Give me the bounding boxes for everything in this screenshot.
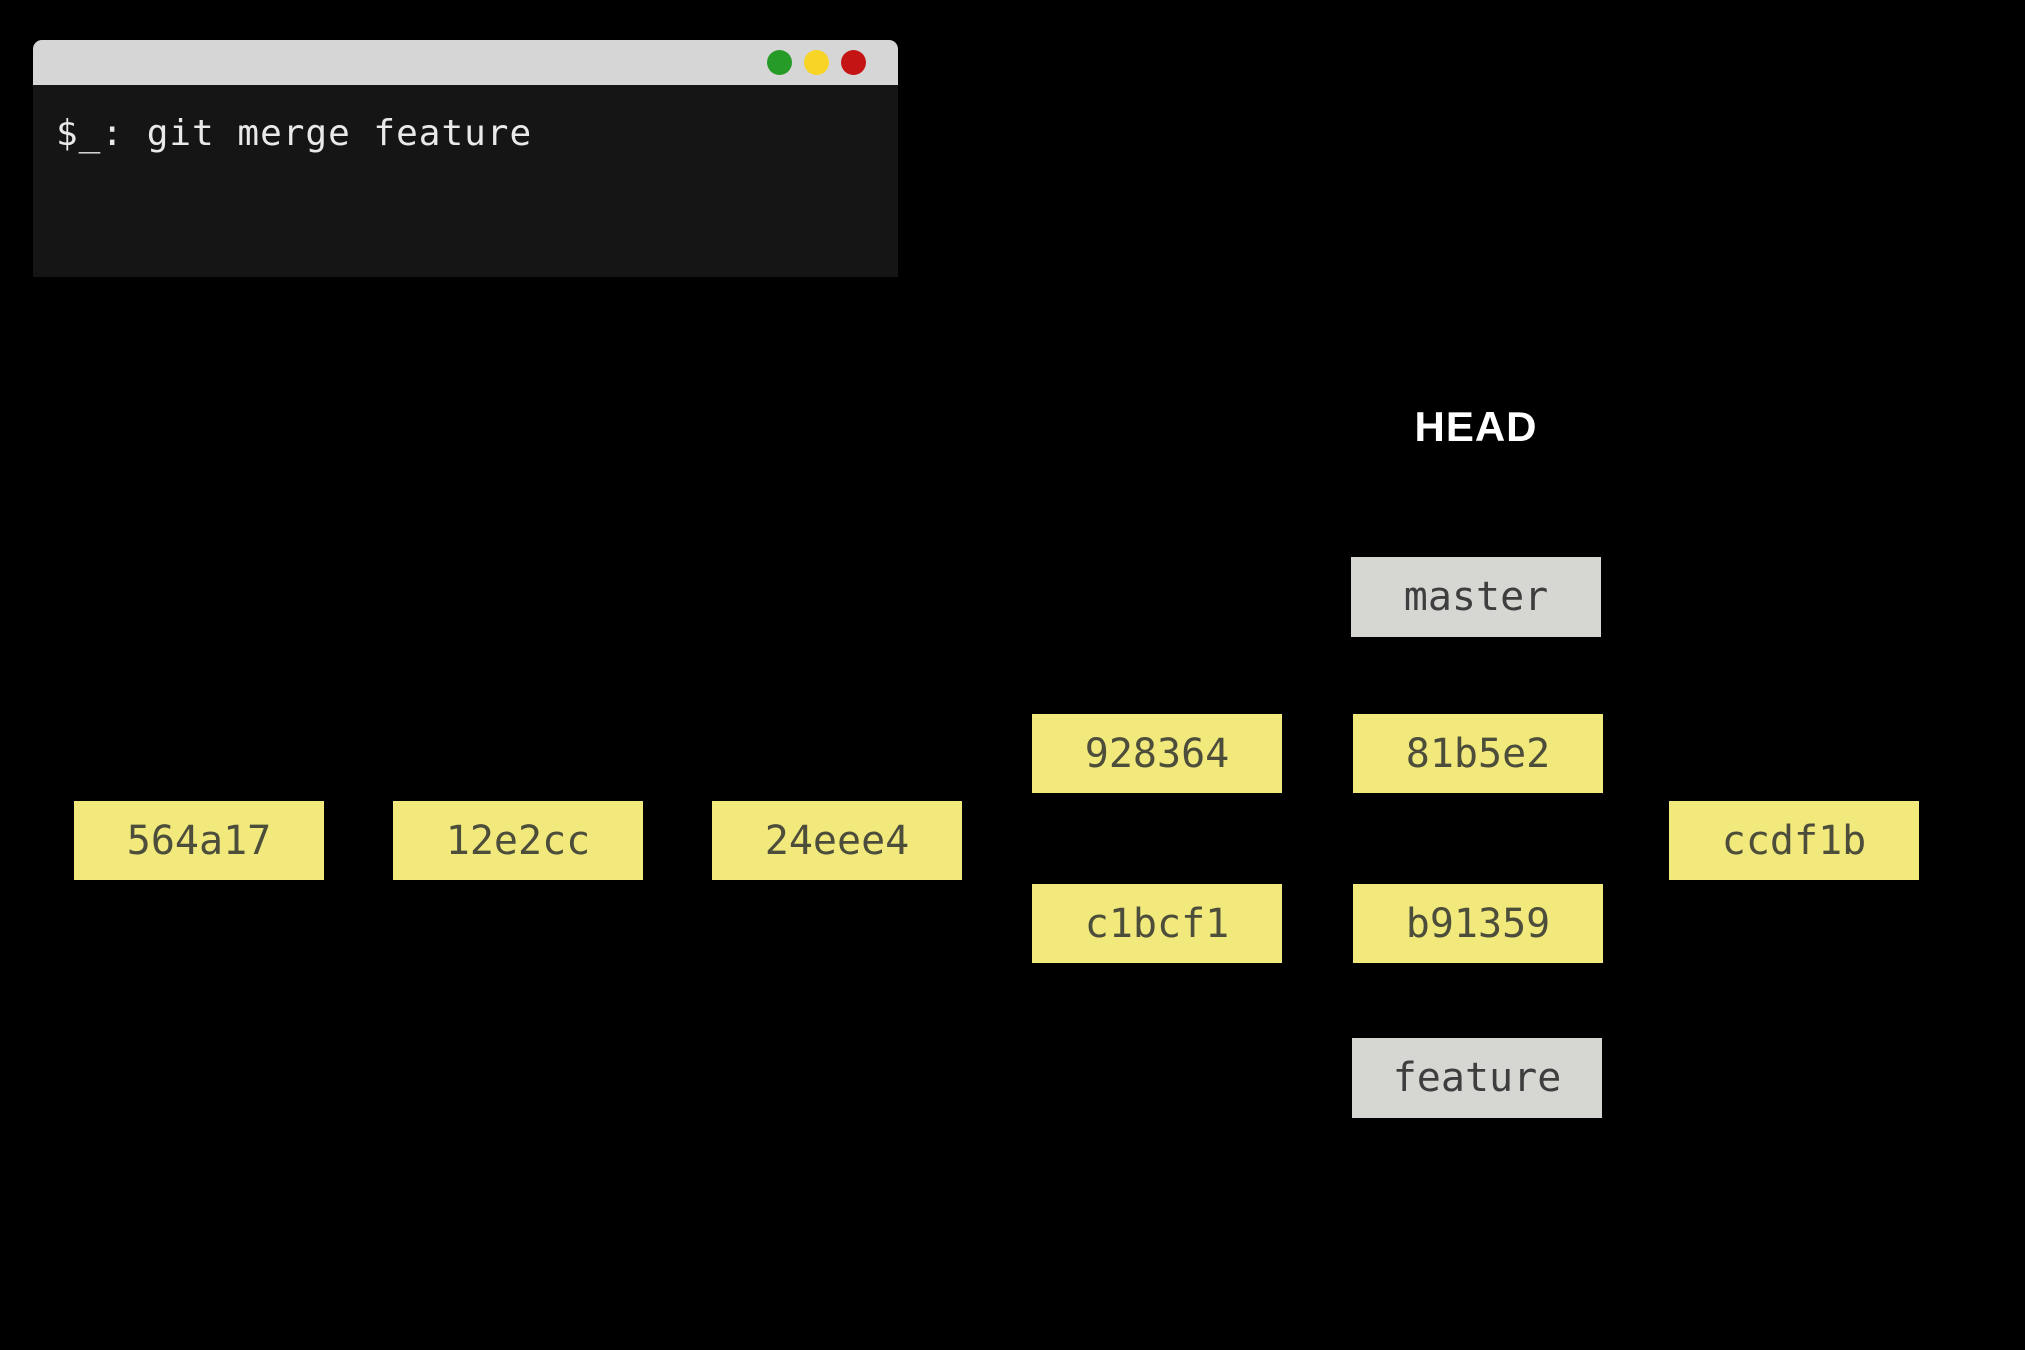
head-label: HEAD	[1414, 403, 1538, 450]
commit-node-b91359: b91359	[1353, 884, 1603, 963]
commit-node-81b5e2: 81b5e2	[1353, 714, 1603, 793]
commit-node-c1bcf1: c1bcf1	[1032, 884, 1282, 963]
commit-node-24eee4: 24eee4	[712, 801, 962, 880]
traffic-light-red-icon	[841, 50, 866, 75]
branch-label-feature: feature	[1352, 1038, 1602, 1118]
branch-label-master: master	[1351, 557, 1601, 637]
commit-node-928364: 928364	[1032, 714, 1282, 793]
terminal-titlebar	[33, 40, 898, 85]
traffic-light-yellow-icon	[804, 50, 829, 75]
commit-node-564a17: 564a17	[74, 801, 324, 880]
commit-node-12e2cc: 12e2cc	[393, 801, 643, 880]
commit-node-ccdf1b: ccdf1b	[1669, 801, 1919, 880]
terminal-command: $_: git merge feature	[56, 113, 533, 154]
terminal-body: $_: git merge feature	[33, 85, 898, 277]
terminal-window: $_: git merge feature	[33, 40, 898, 277]
traffic-light-green-icon	[767, 50, 792, 75]
